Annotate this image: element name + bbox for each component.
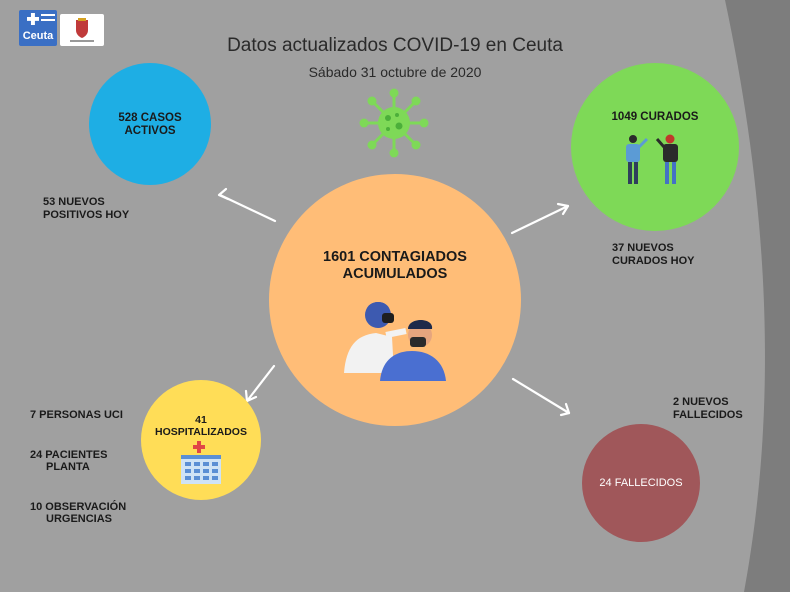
ceuta-logo: Ceuta — [19, 10, 57, 46]
logo-text: Ceuta — [22, 30, 54, 42]
fallecidos-label: 24 FALLECIDOS — [599, 477, 683, 489]
planta-line1: 24 PACIENTES — [30, 449, 108, 461]
curados-label: 1049 CURADOS — [611, 111, 699, 123]
acumulados-line1: 1601 CONTAGIADOS — [323, 249, 467, 265]
activos-note2: POSITIVOS HOY — [43, 209, 130, 221]
curados-circle: 1049 CURADOS — [571, 63, 739, 231]
urgencias-line2: URGENCIAS — [46, 513, 113, 525]
arrow-icon — [511, 377, 571, 417]
hospitalizados-line2: HOSPITALIZADOS — [155, 426, 247, 438]
coat-of-arms-icon — [70, 18, 94, 42]
fallecidos-circle: 24 FALLECIDOS — [582, 424, 700, 542]
activos-circle: 528 CASOS ACTIVOS — [89, 63, 211, 185]
arrow-icon — [244, 364, 276, 403]
planta-line2: PLANTA — [46, 461, 90, 473]
page-subtitle: Sábado 31 octubre de 2020 — [308, 64, 482, 80]
doctor-test-icon — [344, 302, 446, 381]
coat-of-arms-logo — [60, 14, 104, 46]
arrow-icon — [217, 187, 277, 223]
curados-note1: 37 NUEVOS — [612, 242, 674, 254]
curados-note2: CURADOS HOY — [612, 255, 695, 267]
urgencias-line1: 10 OBSERVACIÓN — [30, 501, 127, 513]
virus-icon — [359, 88, 429, 158]
arrow-icon — [510, 202, 570, 235]
fallecidos-note2: FALLECIDOS — [673, 409, 743, 421]
hospitalizados-circle: 41 HOSPITALIZADOS — [141, 380, 261, 500]
activos-line1: 528 CASOS — [118, 112, 182, 124]
activos-note1: 53 NUEVOS — [43, 196, 105, 208]
hospital-icon — [181, 441, 221, 484]
acumulados-circle: 1601 CONTAGIADOS ACUMULADOS — [269, 174, 521, 426]
uci-label: 7 PERSONAS UCI — [30, 409, 123, 421]
fallecidos-note1: 2 NUEVOS — [673, 396, 729, 408]
activos-line2: ACTIVOS — [124, 125, 176, 137]
hospitalizados-line1: 41 — [195, 414, 207, 426]
people-icon — [626, 134, 678, 184]
page-title: Datos actualizados COVID-19 en Ceuta — [227, 35, 563, 56]
acumulados-line2: ACUMULADOS — [342, 266, 448, 282]
